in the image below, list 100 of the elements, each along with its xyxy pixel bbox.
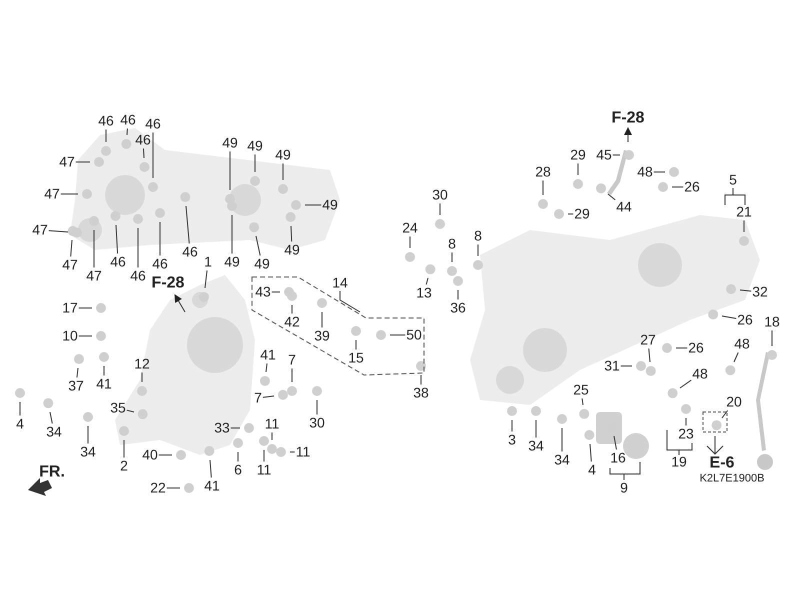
callout-number: 19 <box>671 454 687 470</box>
callout-number: 25 <box>573 382 589 398</box>
leader-line <box>304 204 322 206</box>
callout-number: 46 <box>182 244 198 260</box>
callout-number: 11 <box>256 462 272 478</box>
leader-line <box>256 236 261 256</box>
callout-number: 22 <box>150 480 166 496</box>
callout-number: 30 <box>432 188 448 202</box>
leader-line <box>50 412 53 424</box>
callout-number: 17 <box>62 300 78 316</box>
callout-number: 49 <box>222 136 238 150</box>
callout-number: 23 <box>678 426 694 442</box>
leader-line <box>48 230 68 232</box>
leader-line <box>186 206 190 244</box>
callout-number: 12 <box>134 356 150 372</box>
callout-number: 46 <box>98 114 114 128</box>
leader-line <box>126 410 134 412</box>
callout-number: 34 <box>80 444 96 460</box>
callout-number: 8 <box>448 236 456 252</box>
callout-number: 6 <box>234 462 242 478</box>
callout-number: 42 <box>284 314 300 330</box>
leader-line <box>612 154 620 156</box>
leader-line <box>608 194 616 200</box>
callout-number: 38 <box>413 386 429 400</box>
callout-number: 20 <box>726 394 742 410</box>
leader-line <box>158 454 172 456</box>
callout-number: 46 <box>110 254 126 270</box>
callout-number: 49 <box>322 198 338 212</box>
callout-number: 41 <box>204 478 220 494</box>
leader-line <box>582 398 584 406</box>
callout-number: 48 <box>734 336 750 352</box>
leader-line <box>680 380 692 388</box>
leader-line <box>722 410 728 418</box>
callout-number: 47 <box>62 258 78 272</box>
leader-line <box>672 186 684 188</box>
callout-number: 21 <box>736 204 752 220</box>
callout-number: 47 <box>59 154 75 170</box>
callout-number: 7 <box>254 390 262 406</box>
leader-line <box>542 180 544 196</box>
leader-line <box>316 400 318 415</box>
leader-line <box>734 352 739 362</box>
callout-number: 5 <box>729 172 737 188</box>
callout-number: 46 <box>135 132 151 148</box>
callout-number: 29 <box>570 148 586 162</box>
callout-number: 50 <box>406 328 422 342</box>
callout-number: 40 <box>142 448 158 462</box>
leader-line <box>614 436 617 450</box>
leader-line <box>282 163 284 180</box>
leader-line <box>740 290 752 292</box>
callout-number: 2 <box>120 458 128 474</box>
callout-number: 37 <box>68 378 84 394</box>
callout-number: 4 <box>16 416 24 432</box>
callout-number: 3 <box>508 432 516 448</box>
callout-number: 41 <box>96 376 112 392</box>
leader-line <box>420 374 422 385</box>
callout-number: 47 <box>86 268 102 284</box>
callout-number: 36 <box>450 300 466 316</box>
leader-line <box>204 270 208 288</box>
callout-number: 49 <box>275 148 291 162</box>
leader-line <box>126 128 128 136</box>
callout-number: 48 <box>692 366 708 382</box>
callout-number: 15 <box>348 350 364 366</box>
reference-label: F-28 <box>612 110 644 126</box>
leader-line <box>142 148 144 158</box>
callout-number: 32 <box>752 284 768 300</box>
leader-line <box>290 226 292 242</box>
reference-label: FR. <box>39 464 65 480</box>
callout-number: 29 <box>574 206 590 222</box>
callout-number: 47 <box>32 222 48 238</box>
callout-number: 7 <box>288 352 296 368</box>
callout-number: 26 <box>737 312 753 328</box>
callout-number: 13 <box>416 286 432 300</box>
callout-number: 24 <box>402 220 418 236</box>
callout-number: 49 <box>247 138 263 154</box>
callout-number: 26 <box>688 340 704 356</box>
leader-line <box>722 316 737 319</box>
callout-number: 26 <box>684 180 700 194</box>
callout-number: 27 <box>640 332 656 348</box>
callout-number: 48 <box>637 164 653 180</box>
callout-number: 41 <box>260 348 276 362</box>
callout-number: 4 <box>588 462 596 478</box>
callout-number: 49 <box>284 242 300 258</box>
callout-number: 46 <box>130 268 146 284</box>
callout-number: 9 <box>620 480 628 496</box>
callout-number: 33 <box>214 420 230 436</box>
callout-number: 30 <box>309 416 325 430</box>
callout-number: 49 <box>224 254 240 270</box>
callout-number: 45 <box>596 148 612 162</box>
leader-line <box>590 444 592 462</box>
leader-line <box>648 348 650 362</box>
reference-label: F-28 <box>152 276 184 290</box>
callout-number: 11 <box>264 416 280 432</box>
callout-number: 46 <box>145 116 161 132</box>
callout-number: 34 <box>528 438 544 454</box>
callout-number: 44 <box>616 200 632 214</box>
leader-line <box>390 334 406 336</box>
leader-line <box>70 240 72 257</box>
leader-line <box>210 460 212 478</box>
callout-number: 31 <box>604 358 620 374</box>
reference-label: E-6 <box>710 456 734 470</box>
